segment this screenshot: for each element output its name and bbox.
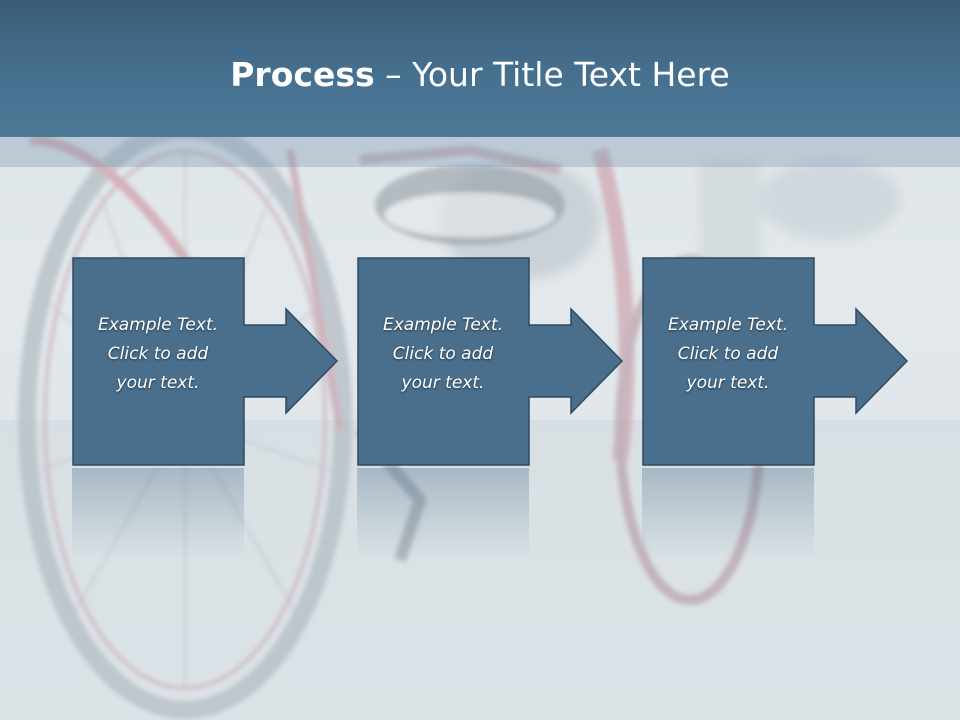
title-divider-strip xyxy=(0,137,960,167)
step-line-1: Example Text. xyxy=(382,315,504,335)
process-step-2[interactable]: Example Text. Click to add your text. xyxy=(357,257,624,477)
step-line-3: your text. xyxy=(686,373,770,393)
process-step-1[interactable]: Example Text. Click to add your text. xyxy=(72,257,339,477)
step-1-reflection xyxy=(72,468,244,558)
step-line-3: your text. xyxy=(401,373,485,393)
arrow-right-icon xyxy=(642,257,909,466)
step-line-2: Click to add xyxy=(677,344,779,364)
title-bar xyxy=(0,0,960,137)
step-line-3: your text. xyxy=(116,373,200,393)
arrow-right-icon xyxy=(72,257,339,466)
step-line-2: Click to add xyxy=(107,344,209,364)
title-bold-part: Process xyxy=(230,55,375,94)
step-2-reflection xyxy=(357,468,529,558)
process-step-3[interactable]: Example Text. Click to add your text. xyxy=(642,257,909,477)
step-line-2: Click to add xyxy=(392,344,494,364)
title-rest-part: – Your Title Text Here xyxy=(374,55,730,94)
slide-title[interactable]: Process – Your Title Text Here xyxy=(0,54,960,96)
step-text[interactable]: Example Text. Click to add your text. xyxy=(72,311,244,398)
arrow-right-icon xyxy=(357,257,624,466)
step-line-1: Example Text. xyxy=(667,315,789,335)
step-text[interactable]: Example Text. Click to add your text. xyxy=(642,311,814,398)
step-text[interactable]: Example Text. Click to add your text. xyxy=(357,311,529,398)
step-line-1: Example Text. xyxy=(97,315,219,335)
step-3-reflection xyxy=(642,468,814,558)
